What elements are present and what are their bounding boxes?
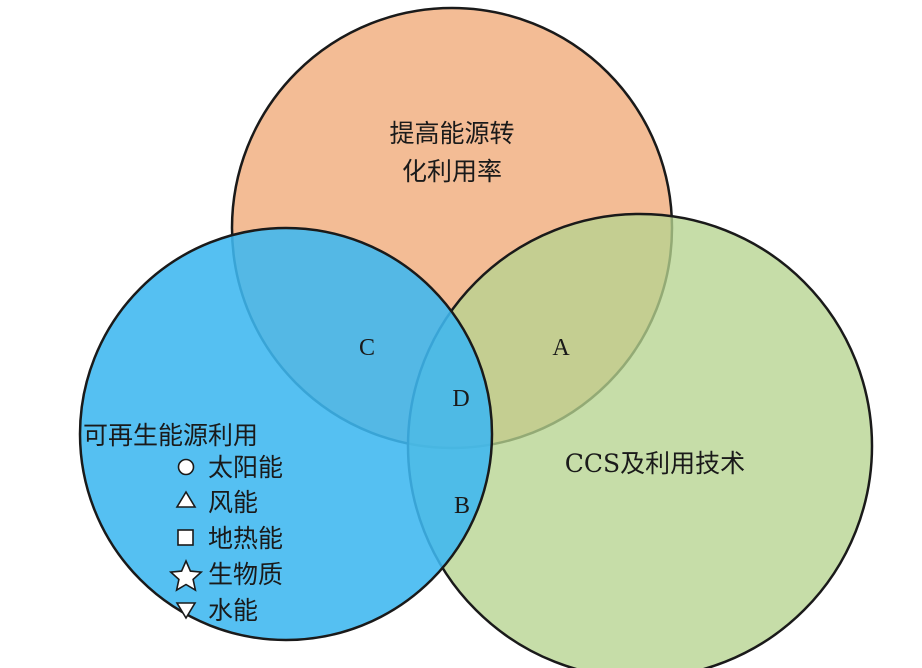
left-circle-label: 可再生能源利用: [83, 421, 258, 450]
list-item-label: 水能: [208, 596, 258, 625]
triangle-up-icon: [175, 490, 197, 508]
region-label-c: C: [359, 335, 375, 361]
list-item-label: 风能: [208, 488, 258, 517]
list-item-label: 太阳能: [208, 453, 283, 482]
right-circle-label: CCS及利用技术: [565, 449, 745, 478]
square-icon: [177, 529, 194, 546]
top-circle-label-line1: 提高能源转: [389, 119, 514, 148]
top-circle-label-line2: 化利用率: [402, 157, 502, 186]
circle-icon: [177, 458, 195, 476]
region-label-a: A: [552, 335, 570, 361]
list-item-label: 地热能: [208, 524, 283, 553]
star-icon: [168, 558, 204, 592]
list-item-label: 生物质: [208, 560, 283, 589]
region-label-b: B: [454, 493, 470, 519]
renewable-list: 太阳能 风能 地热能 生物质 水能: [168, 453, 283, 625]
region-label-d: D: [452, 386, 469, 412]
triangle-down-icon: [175, 602, 197, 620]
